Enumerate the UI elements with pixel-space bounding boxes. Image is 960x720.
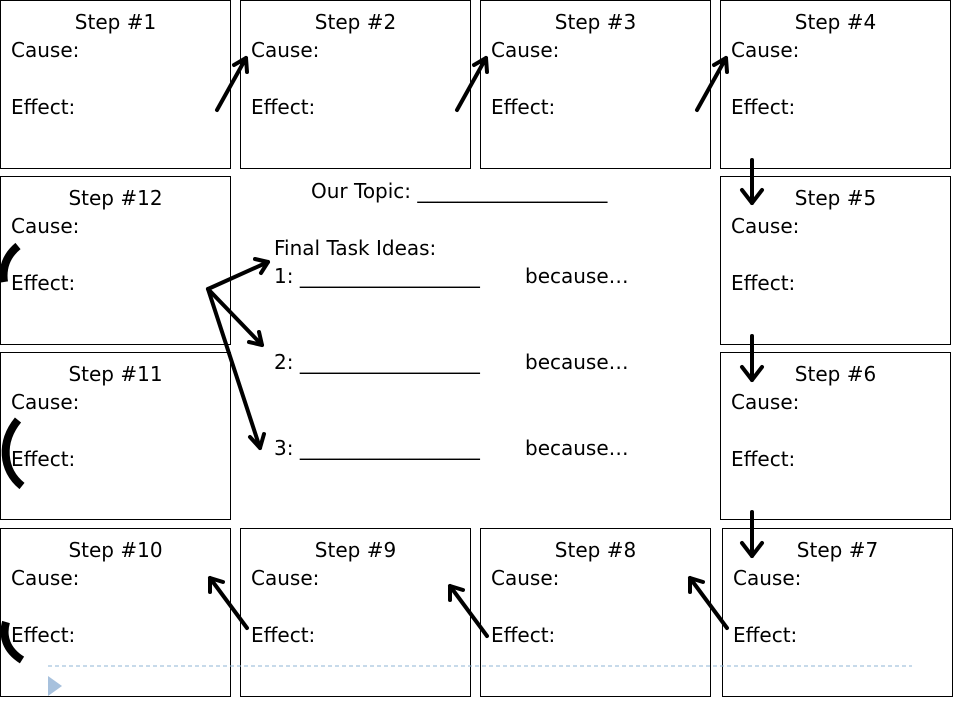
effect-label: Effect:	[731, 95, 796, 119]
step-5-box: Step #5 Cause: Effect:	[720, 176, 951, 345]
effect-label: Effect:	[11, 95, 76, 119]
cause-label: Cause:	[491, 38, 560, 62]
step-2-box: Step #2 Cause: Effect:	[240, 0, 471, 169]
step-1-box: Step #1 Cause: Effect:	[0, 0, 231, 169]
step-title: Step #12	[68, 186, 163, 210]
idea-2-because: because…	[525, 350, 629, 374]
idea-1-blank: 1: __________________	[274, 264, 480, 288]
effect-label: Effect:	[491, 623, 556, 647]
cause-label: Cause:	[731, 390, 800, 414]
step-9-box: Step #9 Cause: Effect:	[240, 528, 471, 697]
step-7-box: Step #7 Cause: Effect:	[722, 528, 953, 697]
step-title: Step #1	[74, 10, 157, 34]
step-title: Step #9	[314, 538, 397, 562]
effect-label: Effect:	[251, 95, 316, 119]
effect-label: Effect:	[11, 623, 76, 647]
cause-label: Cause:	[731, 214, 800, 238]
effect-label: Effect:	[731, 447, 796, 471]
step-11-box: Step #11 Cause: Effect:	[0, 352, 231, 520]
step-title: Step #5	[794, 186, 877, 210]
step-title: Step #10	[68, 538, 163, 562]
final-task-title: Final Task Ideas:	[274, 236, 437, 260]
cause-label: Cause:	[251, 38, 320, 62]
step-title: Step #8	[554, 538, 637, 562]
step-12-box: Step #12 Cause: Effect:	[0, 176, 231, 345]
step-title: Step #11	[68, 362, 163, 386]
cause-label: Cause:	[731, 38, 800, 62]
step-10-box: Step #10 Cause: Effect:	[0, 528, 231, 697]
cause-label: Cause:	[733, 566, 802, 590]
idea-3-blank: 3: __________________	[274, 436, 480, 460]
step-title: Step #4	[794, 10, 877, 34]
step-title: Step #2	[314, 10, 397, 34]
effect-label: Effect:	[11, 447, 76, 471]
effect-label: Effect:	[11, 271, 76, 295]
step-3-box: Step #3 Cause: Effect:	[480, 0, 711, 169]
cause-label: Cause:	[11, 566, 80, 590]
step-title: Step #7	[796, 538, 879, 562]
cause-label: Cause:	[491, 566, 560, 590]
effect-label: Effect:	[733, 623, 798, 647]
effect-label: Effect:	[251, 623, 316, 647]
our-topic-line: Our Topic: ___________________	[311, 179, 608, 203]
effect-label: Effect:	[731, 271, 796, 295]
cause-label: Cause:	[11, 214, 80, 238]
cause-label: Cause:	[11, 390, 80, 414]
step-title: Step #6	[794, 362, 877, 386]
idea-1-because: because…	[525, 264, 629, 288]
effect-label: Effect:	[491, 95, 556, 119]
idea-2-blank: 2: __________________	[274, 350, 480, 374]
step-8-box: Step #8 Cause: Effect:	[480, 528, 711, 697]
idea-3-because: because…	[525, 436, 629, 460]
cause-label: Cause:	[11, 38, 80, 62]
step-6-box: Step #6 Cause: Effect:	[720, 352, 951, 520]
step-title: Step #3	[554, 10, 637, 34]
step-4-box: Step #4 Cause: Effect:	[720, 0, 951, 169]
cause-label: Cause:	[251, 566, 320, 590]
